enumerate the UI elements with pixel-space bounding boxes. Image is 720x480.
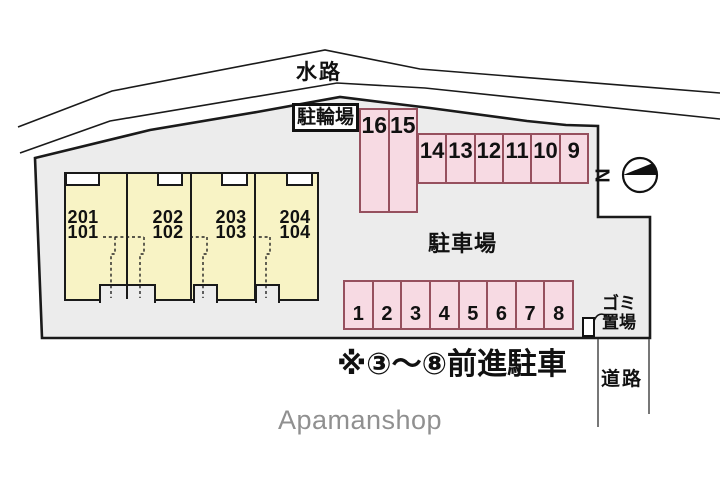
room-number: 202 [152,207,184,227]
parking-spot-5: 5 [457,282,487,328]
building-entry-notch [157,172,183,186]
room-number: 103 [215,221,247,242]
unit-label-201-101: 201 101 [63,207,103,242]
parking-row-1-8: 1 2 3 4 5 6 7 8 [343,280,574,330]
building-bottom-notch [193,284,218,303]
parking-row-9-14: 14 13 12 11 10 9 [417,133,589,184]
building-entry-notch [286,172,313,186]
unit-divider [126,174,128,299]
room-number: 201 [67,207,99,227]
parking-spot-12: 12 [473,135,502,182]
parking-spot-3: 3 [400,282,429,328]
compass-icon [621,156,659,194]
parking-spot-14: 14 [419,138,445,163]
parking-spot-16: 16 [361,112,388,138]
room-number: 204 [279,207,311,227]
bicycle-parking-label: 駐輪場 [292,103,360,132]
parking-spot-9: 9 [558,135,587,182]
room-number: 102 [152,221,184,242]
parking-block-15-16: 16 15 [359,108,418,213]
unit-divider [190,174,192,299]
building-entry-notch [65,172,100,186]
unit-divider [254,174,256,299]
building-bottom-notch [255,284,280,303]
parking-spot-7: 7 [514,282,544,328]
unit-label-204-104: 204 104 [275,207,315,242]
unit-label-202-102: 202 102 [148,207,188,242]
parking-spot-6: 6 [486,282,515,328]
road-label: 道路 [601,369,644,390]
garbage-area-label: ゴミ 置場 [596,294,642,332]
building-entry-notch [221,172,248,186]
parking-spot-2: 2 [371,282,401,328]
brand-logo-text: Apamanshop [277,405,443,435]
parking-spot-1: 1 [352,303,364,325]
unit-label-203-103: 203 103 [211,207,251,242]
parking-spot-4: 4 [428,282,458,328]
parking-lot-label: 駐車場 [428,231,498,256]
forward-parking-note: ※③～⑧前進駐車 [337,348,567,381]
parking-spot-8: 8 [543,282,572,328]
garbage-box-icon [582,317,595,337]
parking-spot-11: 11 [501,135,530,182]
waterway-label: 水路 [296,61,342,84]
room-number: 203 [215,207,247,227]
room-number: 104 [279,221,311,242]
garbage-label-line1: ゴミ [602,294,636,313]
garbage-label-line2: 置場 [602,313,636,332]
parking-spot-15: 15 [387,110,417,211]
parking-spot-10: 10 [530,135,558,182]
parking-spot-13: 13 [445,135,473,182]
room-number: 101 [67,221,99,242]
north-letter: N [592,168,615,183]
